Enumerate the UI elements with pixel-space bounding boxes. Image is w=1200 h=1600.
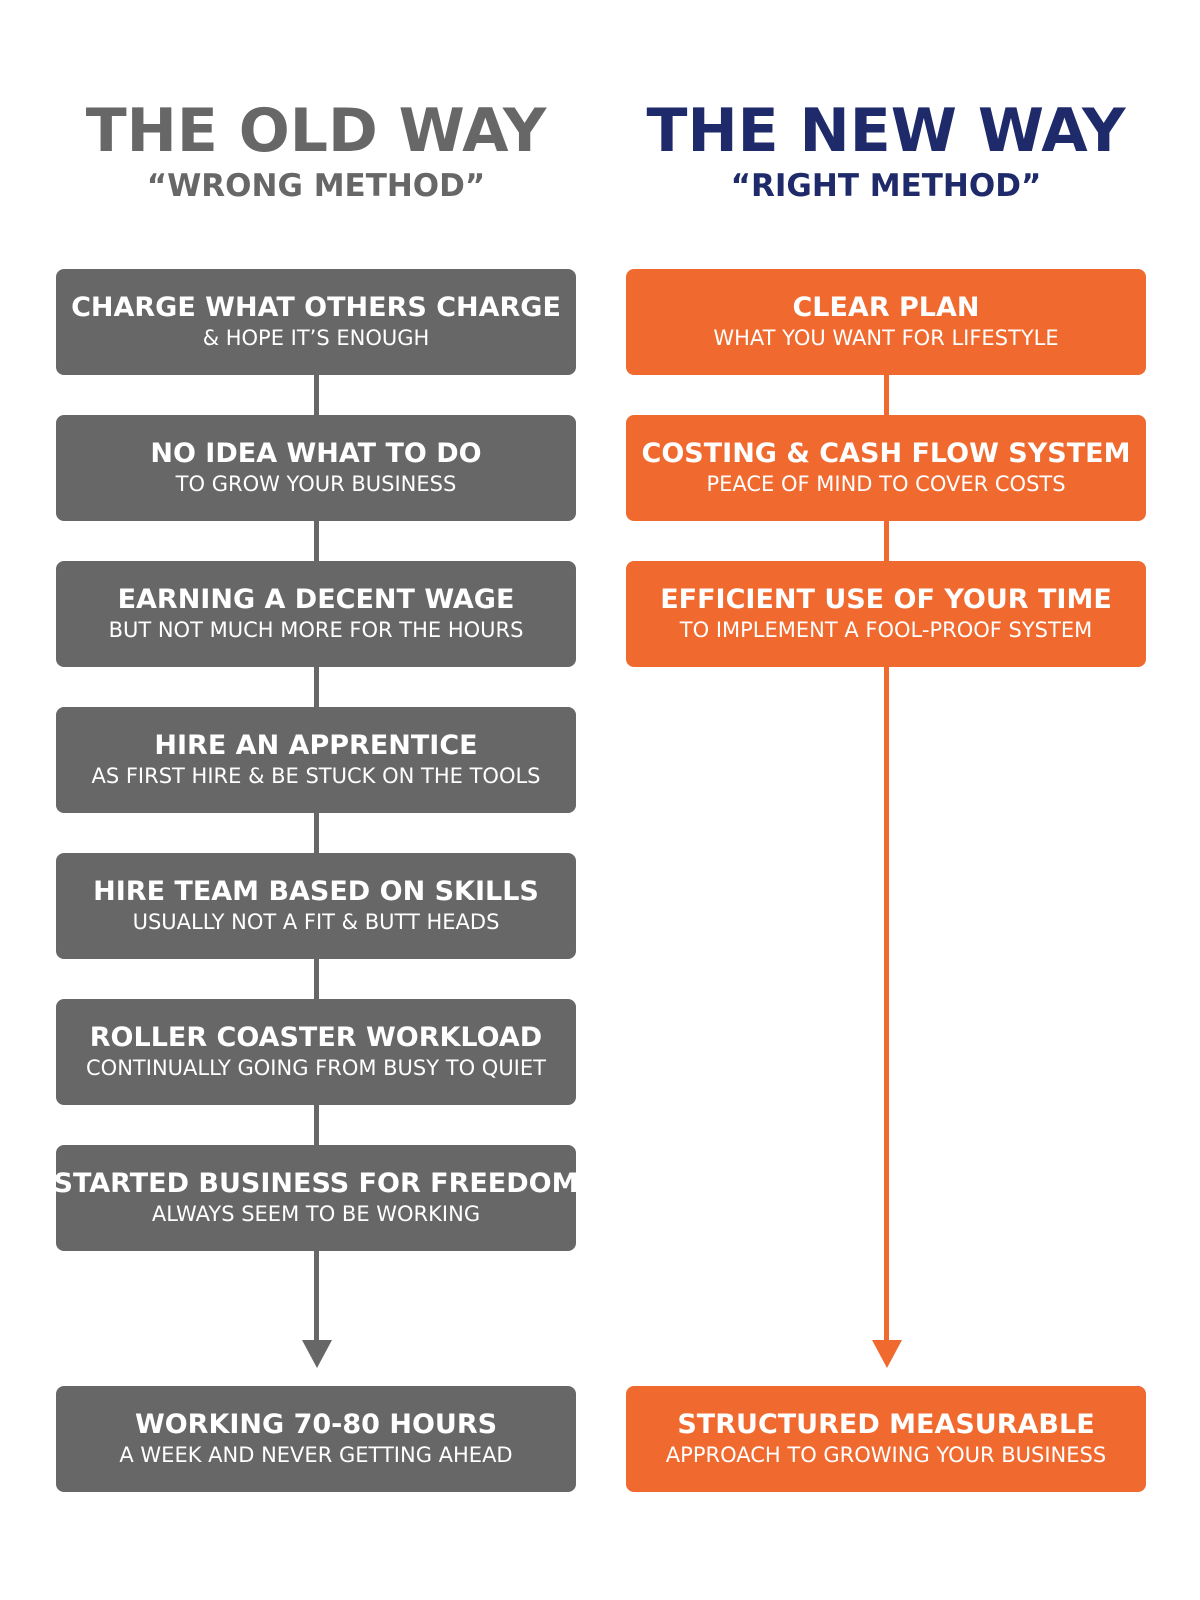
outcome-description: APPROACH TO GROWING YOUR BUSINESS [665,1443,1107,1467]
step-description: USUALLY NOT A FIT & BUTT HEADS [132,910,500,934]
step-title: CHARGE WHAT OTHERS CHARGE [71,292,561,323]
outcome-title: WORKING 70-80 HOURS [134,1409,498,1440]
old-way-arrow-shaft [314,1251,319,1347]
old-way-step: NO IDEA WHAT TO DO TO GROW YOUR BUSINESS [56,415,576,521]
new-way-connector [884,375,889,415]
new-way-header: THE NEW WAY “RIGHT METHOD” [626,95,1146,205]
old-way-outcome: WORKING 70-80 HOURS A WEEK AND NEVER GET… [56,1386,576,1492]
new-way-title: THE NEW WAY [646,96,1126,166]
old-way-connector [314,375,319,415]
old-way-connector [314,813,319,853]
old-way-header: THE OLD WAY “WRONG METHOD” [56,95,576,205]
step-title: CLEAR PLAN [792,292,980,323]
old-way-step: HIRE TEAM BASED ON SKILLS USUALLY NOT A … [56,853,576,959]
new-way-arrow-shaft [884,667,889,1347]
old-way-step: EARNING A DECENT WAGE BUT NOT MUCH MORE … [56,561,576,667]
step-title: NO IDEA WHAT TO DO [150,438,482,469]
new-way-connector [884,521,889,561]
old-way-subtitle: “WRONG METHOD” [146,168,486,204]
old-way-title: THE OLD WAY [85,96,547,166]
old-way-arrow-head-icon [302,1340,332,1368]
old-way-step: HIRE AN APPRENTICE AS FIRST HIRE & BE ST… [56,707,576,813]
step-title: ROLLER COASTER WORKLOAD [89,1022,543,1053]
step-description: AS FIRST HIRE & BE STUCK ON THE TOOLS [91,764,541,788]
step-description: BUT NOT MUCH MORE FOR THE HOURS [108,618,524,642]
new-way-step: CLEAR PLAN WHAT YOU WANT FOR LIFESTYLE [626,269,1146,375]
old-way-connector [314,521,319,561]
step-description: TO IMPLEMENT A FOOL-PROOF SYSTEM [679,618,1093,642]
new-way-outcome: STRUCTURED MEASURABLE APPROACH TO GROWIN… [626,1386,1146,1492]
old-way-step: ROLLER COASTER WORKLOAD CONTINUALLY GOIN… [56,999,576,1105]
step-description: CONTINUALLY GOING FROM BUSY TO QUIET [86,1056,546,1080]
new-way-step: COSTING & CASH FLOW SYSTEM PEACE OF MIND… [626,415,1146,521]
step-description: TO GROW YOUR BUSINESS [175,472,457,496]
old-way-connector [314,1105,319,1145]
outcome-description: A WEEK AND NEVER GETTING AHEAD [119,1443,513,1467]
old-way-connector [314,959,319,999]
old-way-step: STARTED BUSINESS FOR FREEDOM ALWAYS SEEM… [53,1145,579,1251]
step-title: COSTING & CASH FLOW SYSTEM [641,438,1131,469]
step-description: WHAT YOU WANT FOR LIFESTYLE [713,326,1059,350]
old-way-connector [314,667,319,707]
step-title: EARNING A DECENT WAGE [117,584,515,615]
new-way-subtitle: “RIGHT METHOD” [730,168,1042,204]
step-title: EFFICIENT USE OF YOUR TIME [660,584,1112,615]
outcome-title: STRUCTURED MEASURABLE [677,1409,1095,1440]
step-title: HIRE AN APPRENTICE [154,730,478,761]
new-way-arrow-head-icon [872,1340,902,1368]
step-title: HIRE TEAM BASED ON SKILLS [93,876,539,907]
new-way-step: EFFICIENT USE OF YOUR TIME TO IMPLEMENT … [626,561,1146,667]
old-way-step: CHARGE WHAT OTHERS CHARGE & HOPE IT’S EN… [56,269,576,375]
step-description: & HOPE IT’S ENOUGH [202,326,430,350]
step-title: STARTED BUSINESS FOR FREEDOM [53,1168,579,1199]
step-description: PEACE OF MIND TO COVER COSTS [706,472,1066,496]
step-description: ALWAYS SEEM TO BE WORKING [151,1202,481,1226]
